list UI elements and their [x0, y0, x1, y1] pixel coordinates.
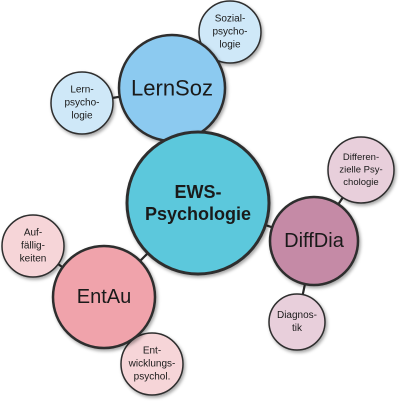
node-sozialpsychologie-label: logie — [219, 40, 241, 51]
node-lernpsychologie-label: logie — [71, 111, 93, 122]
node-entwicklungspsychologie: Ent-wicklungs-psychol. — [120, 332, 184, 396]
node-auffaelligkeiten-label: Auf- — [24, 228, 42, 239]
node-entwicklungspsychologie-label: wicklungs- — [128, 359, 176, 370]
node-lernsoz-label: LernSoz — [131, 76, 213, 101]
node-sozialpsychologie: Sozial-psycho-logie — [198, 0, 262, 64]
node-diffdia: DiffDia — [268, 195, 360, 287]
node-diagnostik: Diagnos-tik — [268, 293, 326, 351]
node-entau: EntAu — [51, 244, 157, 350]
node-diffdia-circle — [268, 195, 360, 287]
node-lernpsychologie-circle — [50, 71, 114, 135]
node-lernpsychologie: Lern-psycho-logie — [50, 71, 114, 135]
node-entau-circle — [51, 244, 157, 350]
node-differentielle-psychologie: Differen-zielle Psy-chologie — [327, 136, 395, 204]
node-center-ews-psychologie-label: EWS- — [175, 182, 222, 202]
node-diffdia-label: DiffDia — [284, 230, 345, 252]
node-differentielle-psychologie-label: chologie — [343, 177, 378, 188]
node-entwicklungspsychologie-label: Ent- — [143, 346, 161, 357]
node-entwicklungspsychologie-label: psychol. — [134, 372, 171, 383]
node-auffaelligkeiten-label: keiten — [20, 254, 47, 265]
node-lernpsychologie-label: psycho- — [64, 98, 99, 109]
node-auffaelligkeiten-label: fällig- — [21, 241, 45, 252]
node-lernsoz: LernSoz — [117, 33, 227, 143]
node-sozialpsychologie-label: Sozial- — [215, 14, 246, 25]
diagram-nodes: Sozial-psycho-logieLern-psycho-logieDiff… — [1, 0, 395, 396]
node-diagnostik-label: Diagnos- — [277, 310, 317, 321]
node-center-ews-psychologie-label: Psychologie — [145, 204, 251, 224]
node-differentielle-psychologie-label: zielle Psy- — [339, 165, 382, 176]
node-differentielle-psychologie-label: Differen- — [343, 152, 379, 163]
node-center-ews-psychologie-circle — [125, 130, 271, 276]
node-auffaelligkeiten: Auf-fällig-keiten — [1, 214, 65, 278]
node-entau-label: EntAu — [77, 286, 131, 308]
node-auffaelligkeiten-circle — [1, 214, 65, 278]
node-sozialpsychologie-label: psycho- — [212, 27, 247, 38]
node-entwicklungspsychologie-circle — [120, 332, 184, 396]
node-diagnostik-label: tik — [292, 323, 303, 334]
node-sozialpsychologie-circle — [198, 0, 262, 64]
node-lernpsychologie-label: Lern- — [70, 85, 93, 96]
node-differentielle-psychologie-circle — [327, 136, 395, 204]
node-center-ews-psychologie: EWS-Psychologie — [125, 130, 271, 276]
node-diagnostik-circle — [268, 293, 326, 351]
